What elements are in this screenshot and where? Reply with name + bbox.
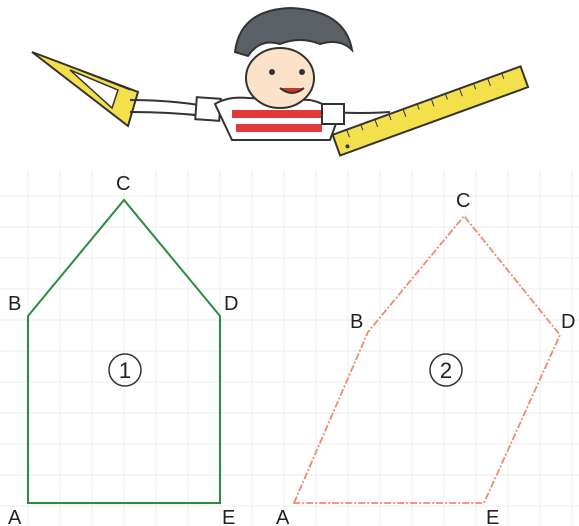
shape2-number: 2 <box>440 358 452 383</box>
background-grid <box>0 170 579 526</box>
shape2-vertex-a: A <box>276 507 290 526</box>
shape2-vertex-d: D <box>561 311 575 333</box>
shape1-vertex-a: A <box>8 507 22 526</box>
shape1-vertex-b: B <box>8 293 21 315</box>
shape2-vertex-c: C <box>456 190 470 212</box>
pentagon-2-outline <box>292 214 562 504</box>
pentagon-shape-2: A B C D E 2 <box>276 190 575 526</box>
shape1-number-circle <box>108 353 142 387</box>
shape1-vertex-c: C <box>116 173 130 195</box>
boy-with-set-square-and-ruler-icon <box>31 6 530 157</box>
pentagon-1-outline <box>27 198 221 504</box>
shape1-number: 1 <box>119 358 131 383</box>
shape1-vertex-d: D <box>224 293 238 315</box>
shape2-vertex-b: B <box>350 311 363 333</box>
shape2-vertex-e: E <box>486 507 499 526</box>
shape1-vertex-e: E <box>222 507 235 526</box>
shape2-number-circle <box>429 353 463 387</box>
pentagon-shape-1: A B C D E 1 <box>8 173 238 526</box>
